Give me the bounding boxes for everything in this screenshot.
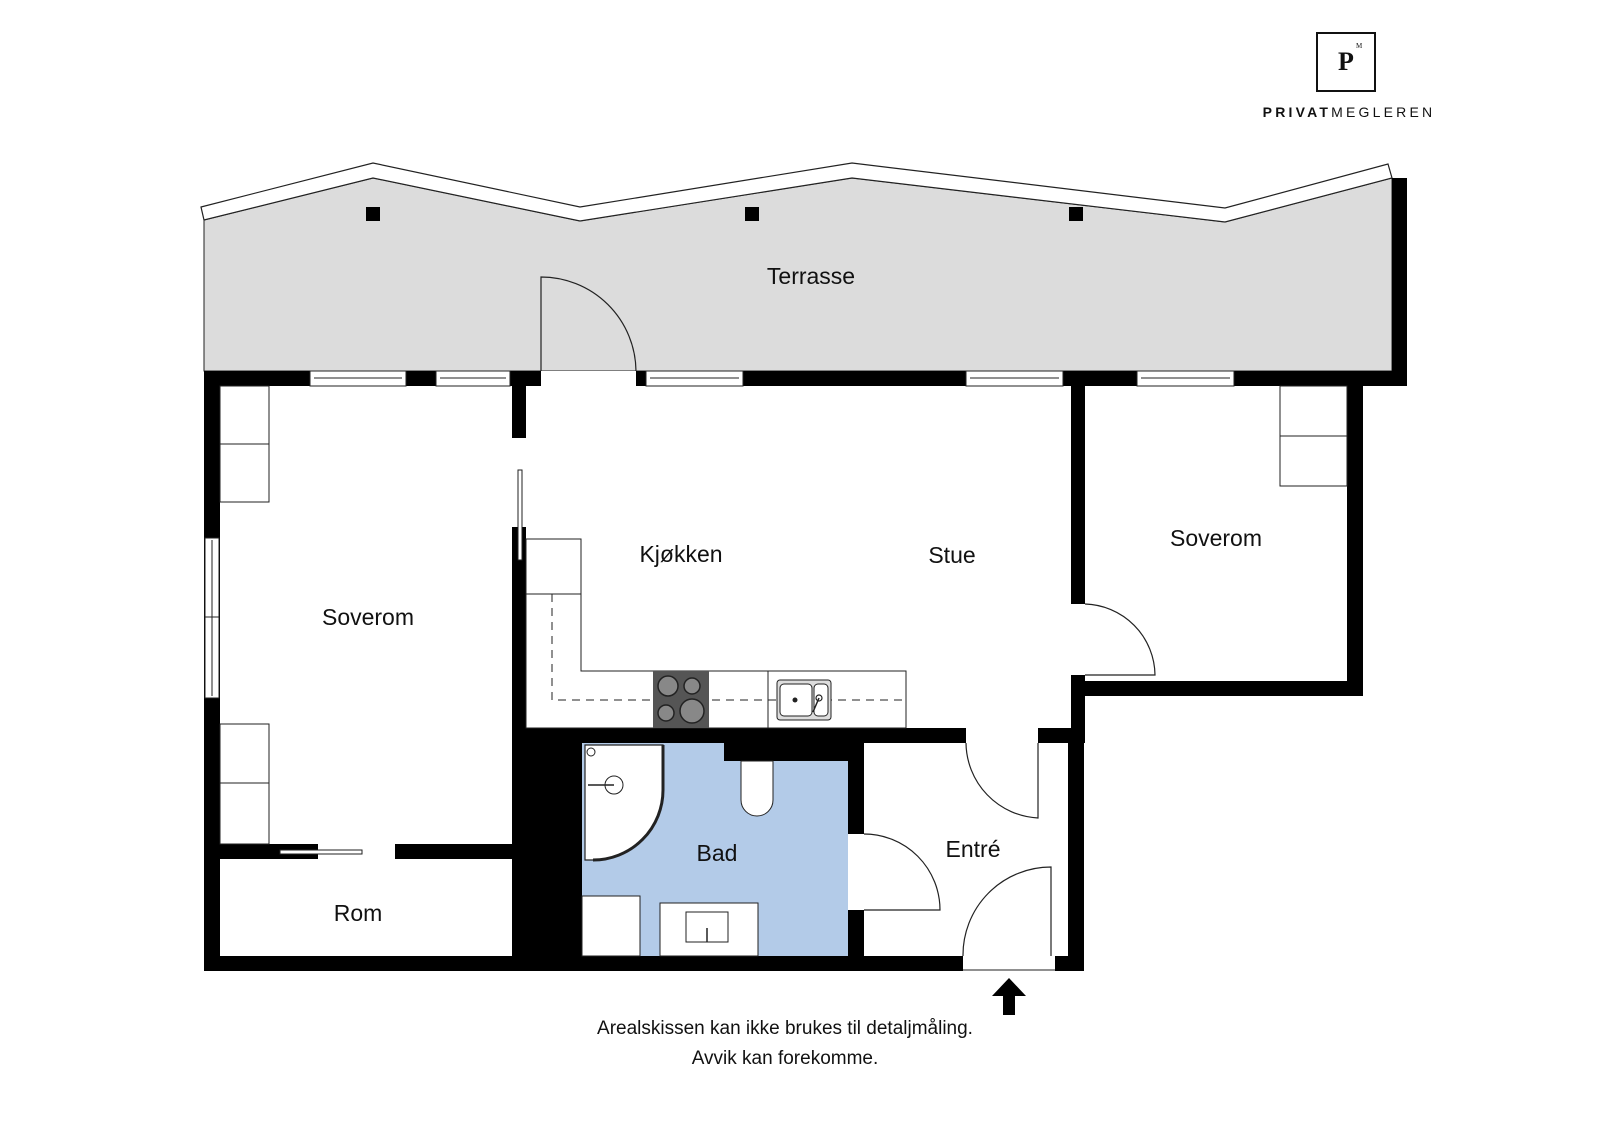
room-label-kjokken: Kjøkken	[639, 541, 723, 567]
logo-wordmark-bold: PRIVAT	[1262, 104, 1332, 120]
doors	[863, 603, 1156, 957]
disclaimer-line-1: Arealskissen kan ikke brukes til detaljm…	[597, 1018, 973, 1039]
column-post	[745, 207, 759, 221]
bathroom	[581, 743, 848, 957]
logo-wordmark-regular: MEGLEREN	[1331, 104, 1436, 120]
window	[309, 370, 1235, 387]
disclaimer-line-2: Avvik kan forekomme.	[691, 1048, 879, 1069]
logo-wordmark: PRIVATMEGLEREN	[1254, 104, 1444, 120]
room-label-rom: Rom	[333, 900, 383, 926]
terrace-door	[540, 276, 637, 372]
entrance-door	[962, 866, 1052, 957]
walls	[204, 370, 1407, 971]
logo-letter: P	[1338, 47, 1354, 76]
logo-mark: P M	[1316, 32, 1376, 92]
column-post	[366, 207, 380, 221]
room-label-stue: Stue	[928, 542, 976, 568]
hall-door	[965, 742, 1039, 819]
room-label-soverom-left: Soverom	[321, 604, 415, 630]
wardrobes	[219, 385, 1348, 845]
disclaimer: Arealskissen kan ikke brukes til detaljm…	[0, 1014, 1570, 1074]
room-label-entre: Entré	[945, 836, 1001, 862]
room-label-soverom-right: Soverom	[1169, 525, 1263, 551]
bathroom-door	[863, 833, 941, 911]
terrace	[200, 162, 1407, 386]
room-label-bad: Bad	[696, 840, 738, 866]
room-label-terrasse: Terrasse	[766, 263, 856, 289]
bedroom-door	[1084, 603, 1156, 676]
privatmegleren-logo: P M PRIVATMEGLEREN	[1254, 32, 1454, 122]
column-post	[1069, 207, 1083, 221]
arrow-up-icon	[992, 978, 1026, 1015]
toilet	[740, 760, 774, 817]
logo-superscript: M	[1356, 42, 1363, 50]
kitchen-counter	[525, 538, 907, 729]
